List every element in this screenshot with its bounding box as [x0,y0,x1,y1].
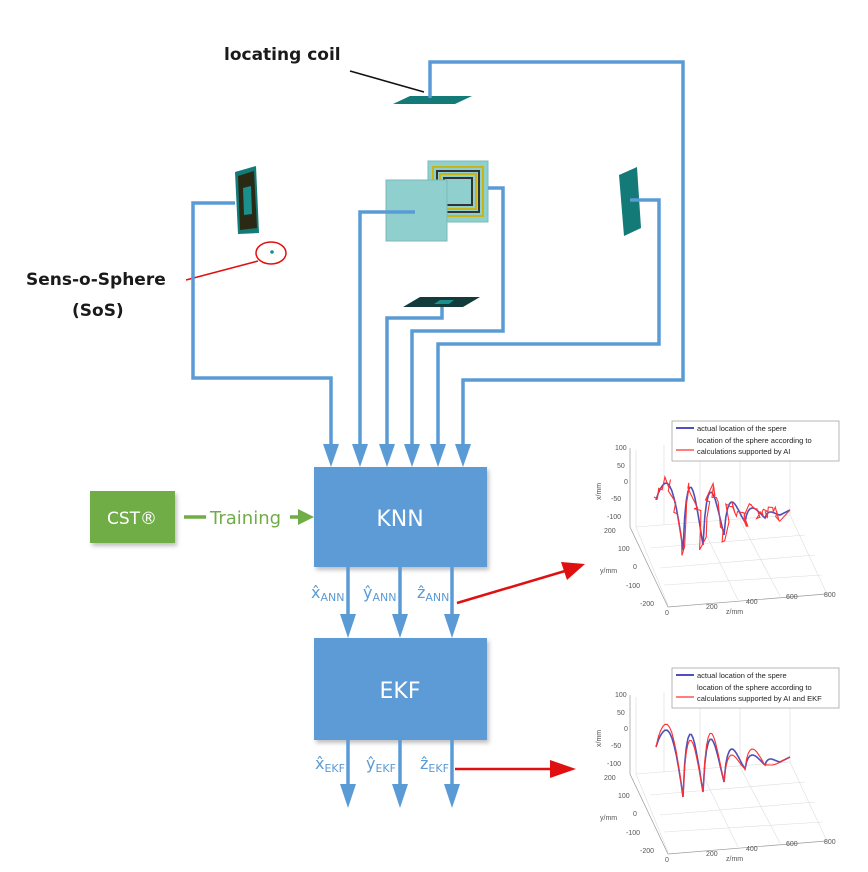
plot-legend [671,667,840,709]
sphere-marker [270,250,274,254]
sos-pointer [185,260,259,281]
x-tick-label: -100 [607,514,621,521]
z-tick-label: 0 [665,610,669,617]
training-arrowhead [298,509,314,525]
x-tick-label: 0 [624,479,628,486]
locating-coil-label: locating coil [224,45,341,65]
legend-actual-label: actual location of the spere [697,671,787,680]
sos-label-line2: (SoS) [72,301,124,321]
y-axis-label: y/mm [600,815,617,822]
y-axis-label: y/mm [600,568,617,575]
x-tick-label: -50 [611,743,621,750]
z-tick-label: 400 [746,599,758,606]
coil-wires [191,60,685,445]
z-tick-label: 600 [786,841,798,848]
y-tick-label: -200 [640,848,654,855]
sphere-highlight-circle [255,241,287,265]
x-ekf-label: x̂EKF [315,754,345,775]
x-tick-label: 50 [617,463,625,470]
y-tick-label: 0 [633,811,637,818]
y-ekf-label: ŷEKF [366,754,396,775]
knn-output-arrows [340,567,460,638]
training-label: Training [209,508,281,529]
y-tick-label: 0 [633,564,637,571]
y-ann-label: ŷANN [363,583,396,604]
z-axis-label: z/mm [726,609,743,616]
x-tick-label: 0 [624,726,628,733]
legend-estimate-label-line2: calculations supported by AI [697,447,790,456]
ekf-block [314,638,487,740]
knn-block [314,467,487,567]
z-ekf-label: ẑEKF [420,754,449,775]
center-coil [385,160,489,242]
ekf-label: EKF [380,679,421,704]
x-axis-label: x/mm [596,483,603,500]
y-tick-label: 100 [618,546,630,553]
sos-label-line1: Sens-o-Sphere [26,270,166,290]
x-tick-label: -100 [607,761,621,768]
y-tick-label: -200 [640,601,654,608]
x-axis-label: x/mm [596,730,603,747]
top-coil [393,96,472,104]
legend-actual-label: actual location of the spere [697,424,787,433]
x-tick-label: -50 [611,496,621,503]
ekf-to-plot-arrow [455,760,576,778]
y-tick-label: 100 [618,793,630,800]
legend-estimate-label-line1: location of the sphere according to [697,683,812,692]
x-tick-label: 100 [615,692,627,699]
bottom-coil [403,297,480,307]
y-tick-label: 200 [604,775,616,782]
x-tick-label: 50 [617,710,625,717]
z-tick-label: 400 [746,846,758,853]
z-tick-label: 0 [665,857,669,864]
z-tick-label: 800 [824,839,836,846]
knn-input-arrowheads [323,444,471,467]
z-tick-label: 600 [786,594,798,601]
knn-label: KNN [376,507,423,532]
y-tick-label: -100 [626,583,640,590]
left-coil [235,166,259,234]
ekf-output-arrows [340,740,460,808]
ekf-result-plot: 100 50 0 -50 -100 200 100 0 -100 -200 0 200 400 600 80… [596,667,840,864]
plot-axes [629,695,827,855]
legend-estimate-label-line1: location of the sphere according to [697,436,812,445]
z-tick-label: 200 [706,851,718,858]
plot-axes [629,448,827,608]
z-ann-label: ẑANN [417,583,449,604]
ann-to-plot-arrow [456,562,585,605]
ann-result-plot: 100 50 0 -50 -100 200 100 0 -100 -200 0 200 400 600 80… [596,420,840,617]
estimated-location-curve [653,475,791,556]
cst-block [90,491,175,543]
z-tick-label: 200 [706,604,718,611]
z-axis-label: z/mm [726,856,743,863]
cst-label: CST® [107,509,157,529]
y-tick-label: -100 [626,830,640,837]
y-tick-label: 200 [604,528,616,535]
x-ann-label: x̂ANN [311,583,344,604]
x-tick-label: 100 [615,445,627,452]
z-tick-label: 800 [824,592,836,599]
legend-estimate-label-line2: calculations supported by AI and EKF [697,694,822,703]
estimated-location-curve [655,723,791,798]
plot-legend [671,420,840,462]
locating-coil-pointer [349,70,425,93]
